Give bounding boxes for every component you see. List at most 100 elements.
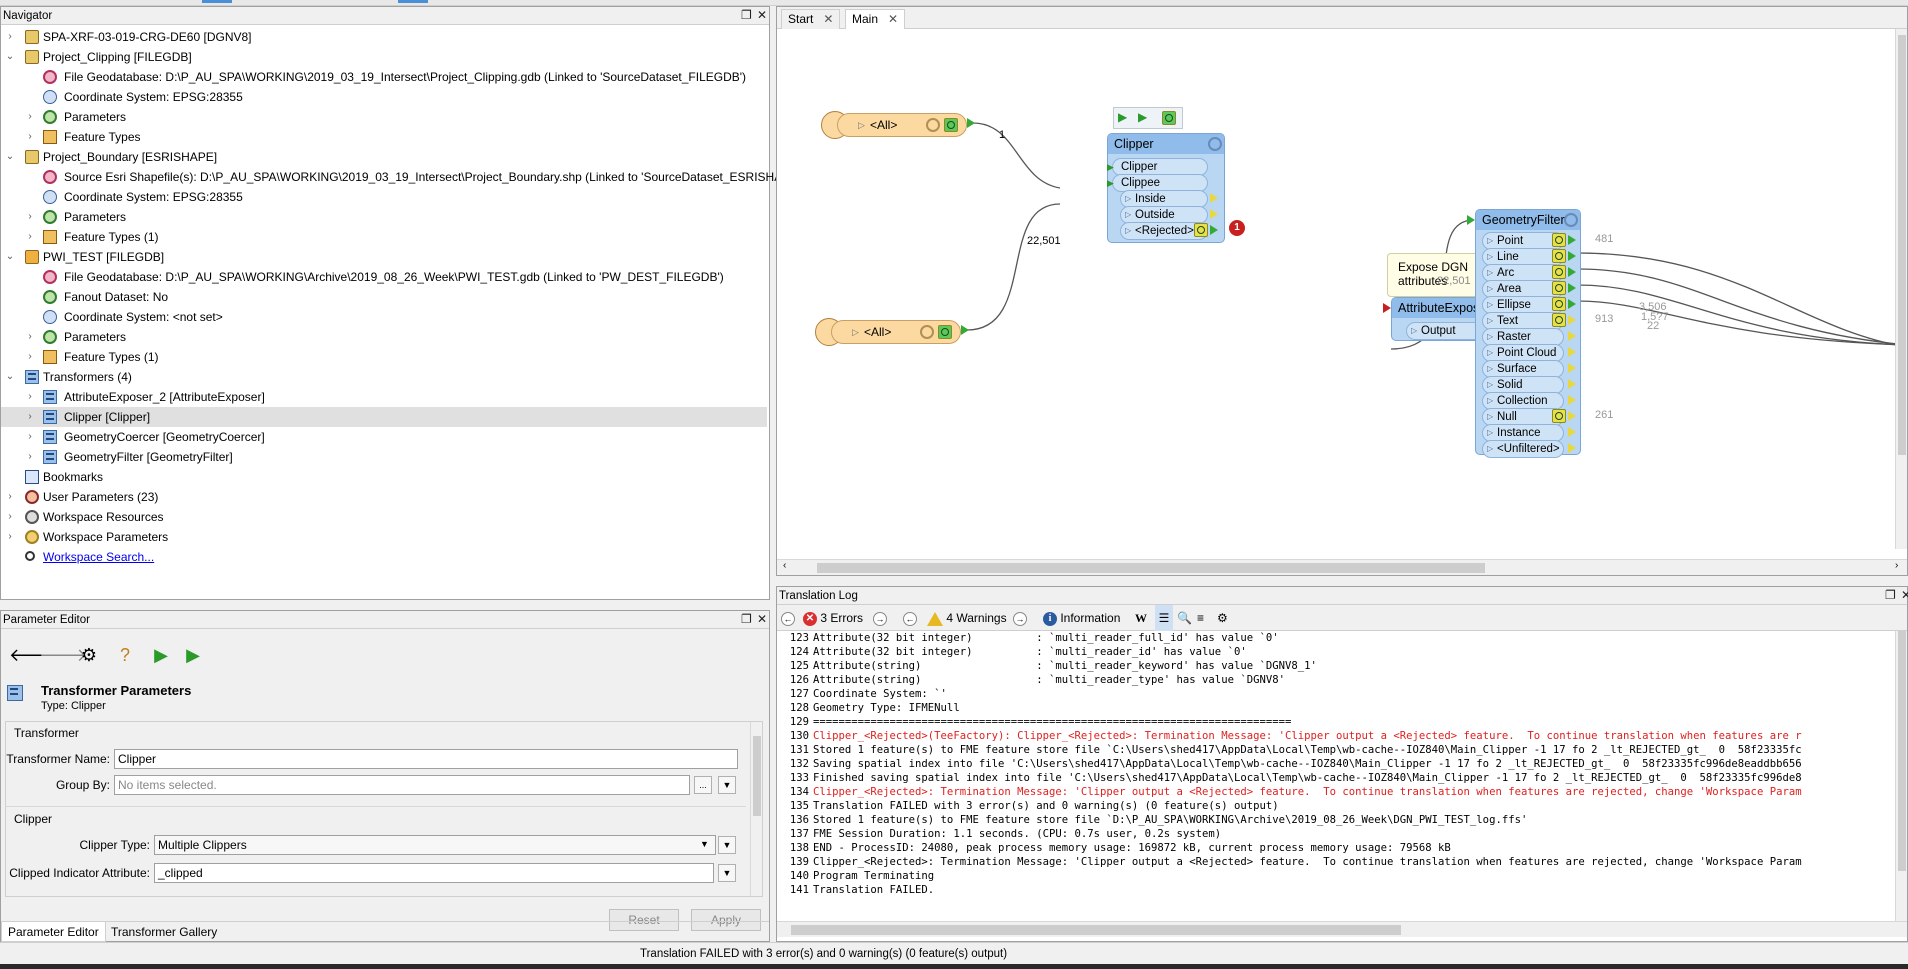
tree-row[interactable]: ›Feature Types (1)	[1, 227, 767, 247]
input-port-arrow[interactable]	[1467, 215, 1475, 225]
tab-transformer-gallery[interactable]: Transformer Gallery	[111, 925, 218, 939]
reset-button[interactable]: Reset	[609, 909, 679, 931]
output-port-arrow[interactable]	[1210, 193, 1218, 203]
expand-icon[interactable]: ›	[28, 231, 32, 242]
gear-icon[interactable]	[920, 325, 934, 339]
next-warning-button[interactable]: →	[1013, 605, 1027, 631]
close-panel-icon[interactable]: ✕	[757, 612, 768, 626]
tab-start[interactable]: Start✕	[781, 9, 841, 29]
tree-row[interactable]: Coordinate System: <not set>	[1, 307, 767, 327]
output-port-arrow[interactable]	[1568, 411, 1576, 421]
scrollbar-thumb[interactable]	[1898, 35, 1906, 455]
collapse-icon[interactable]: ⌄	[5, 151, 15, 162]
workspace-canvas[interactable]: ▷ <All> 1 ▷ <All> 22,501 ▶ ▶ Clipper Cli…	[777, 29, 1907, 549]
group-by-dropdown-button[interactable]: ▼	[718, 776, 736, 794]
output-port-arrow[interactable]	[1568, 299, 1576, 309]
clipper-transformer[interactable]: Clipper Clipper Clippee Inside Outside <…	[1107, 133, 1225, 243]
clipped-indicator-menu-button[interactable]: ▼	[718, 864, 736, 882]
expand-icon[interactable]: ›	[8, 31, 12, 42]
expand-icon[interactable]: ›	[28, 351, 32, 362]
tree-row[interactable]: Fanout Dataset: No	[1, 287, 767, 307]
output-port-arrow[interactable]	[1568, 379, 1576, 389]
inspect-icon[interactable]	[938, 325, 952, 339]
expand-icon[interactable]: ›	[28, 431, 32, 442]
scrollbar-thumb[interactable]	[1898, 631, 1906, 871]
gear-icon[interactable]	[1564, 213, 1578, 227]
tree-row[interactable]: ›GeometryCoercer [GeometryCoercer]	[1, 427, 767, 447]
output-port-arrow[interactable]	[1210, 225, 1218, 235]
previous-warning-button[interactable]: ←	[903, 605, 917, 631]
geometryfilter-header[interactable]: GeometryFilter	[1476, 210, 1580, 230]
tree-row[interactable]: ›GeometryFilter [GeometryFilter]	[1, 447, 767, 467]
input-port-clipper[interactable]: Clipper	[1107, 158, 1208, 176]
tree-row[interactable]: ›Workspace Parameters	[1, 527, 767, 547]
output-port-arrow[interactable]	[1568, 347, 1576, 357]
inspect-icon[interactable]	[1552, 249, 1566, 263]
find-icon[interactable]: 🔍	[1177, 611, 1192, 625]
inspect-icon[interactable]	[1552, 281, 1566, 295]
log-horizontal-scrollbar[interactable]	[777, 921, 1907, 937]
close-panel-icon[interactable]: ✕	[757, 8, 768, 22]
inspect-icon[interactable]	[1552, 409, 1566, 423]
output-port-point-cloud[interactable]: Point Cloud	[1482, 344, 1564, 362]
tree-row[interactable]: ⌄PWI_TEST [FILEGDB]	[1, 247, 767, 267]
output-port-text[interactable]: Text	[1482, 312, 1564, 330]
tree-row[interactable]: File Geodatabase: D:\P_AU_SPA\WORKING\Ar…	[1, 267, 767, 287]
output-port-arrow[interactable]	[1568, 315, 1576, 325]
expand-icon[interactable]: ›	[28, 331, 32, 342]
group-by-ellipsis-button[interactable]: ...	[694, 776, 712, 794]
output-port-solid[interactable]: Solid	[1482, 376, 1564, 394]
tree-row[interactable]: ›AttributeExposer_2 [AttributeExposer]	[1, 387, 767, 407]
output-port-line[interactable]: Line	[1482, 248, 1564, 266]
expand-icon[interactable]: ›	[8, 491, 12, 502]
collapse-icon[interactable]: ⌄	[5, 51, 15, 62]
tree-row[interactable]: ›Parameters	[1, 207, 767, 227]
tree-row[interactable]: ⌄Project_Clipping [FILEGDB]	[1, 47, 767, 67]
help-icon[interactable]: ?	[119, 645, 130, 665]
apply-button[interactable]: Apply	[691, 909, 761, 931]
scrollbar-thumb[interactable]	[791, 925, 1401, 935]
expand-ports-icon[interactable]: ▷	[852, 327, 859, 337]
tab-parameter-editor[interactable]: Parameter Editor	[1, 922, 106, 942]
tree-row[interactable]: ›User Parameters (23)	[1, 487, 767, 507]
inspect-icon[interactable]	[944, 118, 958, 132]
tree-row[interactable]: ›Feature Types	[1, 127, 767, 147]
float-panel-icon[interactable]: ❐	[741, 612, 752, 626]
transformer-name-input[interactable]: Clipper	[114, 749, 738, 769]
parameter-scrollbar[interactable]	[750, 722, 762, 896]
tree-row[interactable]: Bookmarks	[1, 467, 767, 487]
line-numbers-icon[interactable]: ☰	[1155, 605, 1173, 631]
inspect-icon[interactable]	[1552, 297, 1566, 311]
expand-icon[interactable]: ›	[28, 391, 32, 402]
expand-icon[interactable]: ›	[28, 111, 32, 122]
inspect-icon[interactable]	[1552, 233, 1566, 247]
close-tab-icon[interactable]: ✕	[823, 12, 834, 26]
inspect-icon[interactable]	[1162, 111, 1176, 125]
tree-row[interactable]: Coordinate System: EPSG:28355	[1, 87, 767, 107]
close-panel-icon[interactable]: ✕	[1901, 588, 1908, 602]
expand-icon[interactable]: ›	[28, 451, 32, 462]
expand-icon[interactable]: ›	[28, 131, 32, 142]
clipper-header[interactable]: Clipper	[1108, 134, 1224, 154]
next-error-button[interactable]: →	[873, 605, 887, 631]
output-port-arrow[interactable]	[961, 325, 969, 335]
errors-filter-button[interactable]: ✕ 3 Errors	[803, 605, 863, 631]
reader-feature-type-1[interactable]: ▷ <All>	[837, 113, 967, 137]
tree-row[interactable]: ›Parameters	[1, 107, 767, 127]
tree-row[interactable]: ⌄Transformers (4)	[1, 367, 767, 387]
output-port-arrow[interactable]	[1568, 363, 1576, 373]
inspect-icon[interactable]	[1552, 313, 1566, 327]
expand-icon[interactable]: ›	[8, 511, 12, 522]
run-from-this-icon[interactable]: ▶	[186, 645, 200, 665]
canvas-horizontal-scrollbar[interactable]: ‹ ›	[777, 559, 1907, 575]
output-port-arrow[interactable]	[1568, 427, 1576, 437]
output-port-arrow[interactable]	[967, 118, 975, 128]
tab-main[interactable]: Main✕	[845, 9, 906, 29]
expand-icon[interactable]: ›	[8, 531, 12, 542]
clipper-type-select[interactable]: Multiple Clippers	[154, 835, 716, 855]
rejected-count-badge[interactable]: 1	[1229, 220, 1245, 236]
clipper-type-menu-button[interactable]: ▼	[718, 836, 736, 854]
expand-icon[interactable]: ›	[28, 211, 32, 222]
chevron-down-icon[interactable]: ▼	[700, 839, 709, 849]
tree-row[interactable]: ›Feature Types (1)	[1, 347, 767, 367]
